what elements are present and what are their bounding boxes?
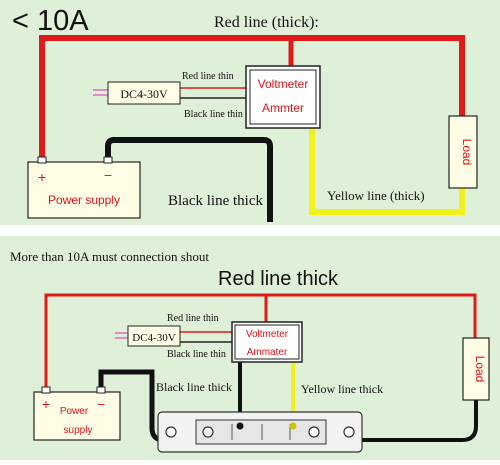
- top-minus-sign: −: [104, 167, 112, 183]
- shunt-mount-hole-right: [343, 426, 355, 438]
- bottom-heading: More than 10A must connection shout: [10, 249, 209, 264]
- shunt-sense-black: [236, 422, 244, 430]
- top-dc-label: DC4-30V: [120, 87, 168, 101]
- shunt-mount-hole-left: [165, 426, 177, 438]
- shunt-sense-yellow: [289, 422, 297, 430]
- bottom-positive-terminal: [41, 386, 51, 394]
- shunt-resistor: [157, 411, 363, 453]
- top-yellow-thick-label: Yellow line (thick): [327, 188, 425, 203]
- top-power-supply-box: [27, 161, 141, 219]
- bottom-load-box: [462, 337, 490, 401]
- bottom-load-label: Load: [473, 356, 487, 383]
- top-positive-terminal: [37, 156, 47, 164]
- bottom-meter-ammeter-label: Ammater: [247, 347, 288, 358]
- top-power-supply-label: Power supply: [48, 193, 120, 207]
- top-negative-terminal: [103, 156, 113, 164]
- top-black-thick-label: Black line thick: [168, 193, 263, 209]
- top-black-thin-label: Black line thin: [184, 109, 243, 120]
- bottom-meter-inner: [234, 324, 300, 360]
- top-red-thin-label: Red line thin: [182, 71, 234, 82]
- bottom-black-thick-label: Black line thick: [156, 380, 232, 394]
- shunt-terminal-left: [202, 426, 214, 438]
- bottom-negative-terminal: [96, 386, 106, 394]
- top-panel: DC4-30V Voltmeter Ammter Load + − Power …: [0, 0, 500, 225]
- bottom-dc-label: DC4-30V: [132, 332, 175, 344]
- bottom-red-thick-label: Red line thick: [218, 268, 339, 290]
- bottom-panel: DC4-30V Voltmeter Ammater Load + − Power…: [0, 236, 500, 460]
- bottom-minus-sign: −: [97, 396, 105, 412]
- top-load-box: [448, 115, 478, 189]
- top-meter-voltmeter-label: Voltmeter: [258, 77, 309, 91]
- top-meter-inner: [249, 69, 317, 125]
- bottom-power-label-line1: Power: [60, 406, 89, 417]
- top-plus-sign: +: [38, 169, 46, 185]
- bottom-power-supply-box: [33, 391, 121, 441]
- shunt-terminal-right: [308, 426, 320, 438]
- bottom-dc-box: [127, 325, 181, 347]
- bottom-yellow-thick-label: Yellow line thick: [301, 382, 383, 396]
- bottom-red-thick-wire: [44, 293, 477, 392]
- top-heading: < 10A: [12, 5, 89, 37]
- top-load-label: Load: [460, 139, 474, 166]
- top-meter-ammeter-label: Ammter: [262, 101, 304, 115]
- top-dc-box: [107, 81, 181, 105]
- bottom-meter-voltmeter-label: Voltmeter: [246, 329, 289, 340]
- top-red-thick-label: Red line (thick):: [214, 14, 319, 31]
- top-black-thick-wire: [105, 137, 273, 222]
- bottom-black-thin-label: Black line thin: [167, 349, 226, 360]
- bottom-power-label-line2: supply: [64, 425, 93, 436]
- bottom-red-thin-label: Red line thin: [167, 313, 219, 324]
- top-red-thick-wire: [39, 35, 465, 162]
- bottom-return-wire: [326, 400, 478, 442]
- bottom-plus-sign: +: [42, 396, 50, 412]
- shunt-body: [195, 419, 327, 445]
- top-yellow-thick-wire: [309, 128, 465, 215]
